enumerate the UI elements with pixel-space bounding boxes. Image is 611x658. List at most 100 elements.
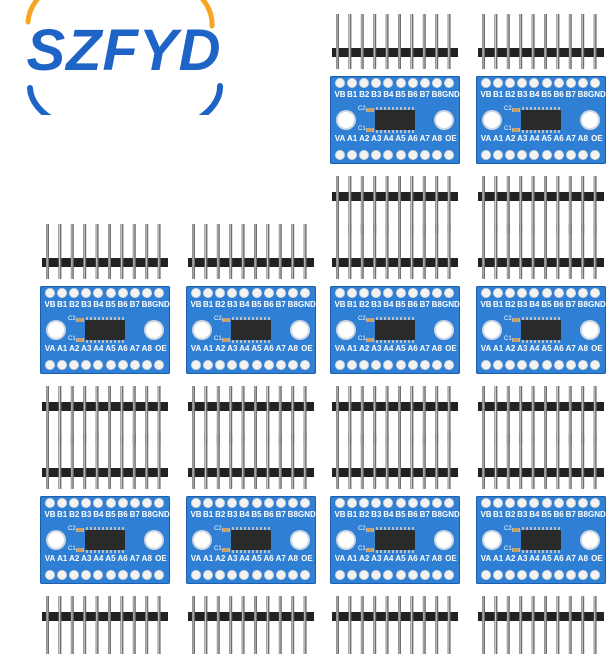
solder-pad (408, 79, 417, 87)
pin-label: B8 (141, 510, 152, 519)
solder-pad (482, 151, 490, 159)
pin-label: OE (445, 344, 457, 353)
solder-pad (142, 571, 151, 579)
capacitor (366, 108, 374, 112)
pin-header-icon (332, 434, 458, 489)
pin-label: B7 (565, 90, 576, 99)
pin-label: OE (591, 344, 603, 353)
solder-pad (300, 361, 309, 369)
solder-pad (142, 499, 151, 507)
ic-chip (375, 317, 415, 343)
pad-row (476, 150, 606, 162)
capacitor-label: C2 (214, 526, 222, 532)
solder-pad (542, 361, 551, 369)
solder-pad (506, 151, 515, 159)
pin-label: A1 (492, 554, 504, 563)
pin-label: B8 (141, 300, 152, 309)
pin-label: B4 (383, 300, 394, 309)
ic-chip (375, 107, 415, 133)
pin-label: A6 (553, 344, 564, 353)
pin-label: A2 (69, 344, 80, 353)
pin-label: B5 (395, 90, 406, 99)
pin-label: B8 (287, 300, 298, 309)
solder-pad (444, 289, 453, 297)
pin-label: A8 (287, 344, 298, 353)
solder-pad (130, 361, 139, 369)
solder-pad (360, 571, 369, 579)
solder-pad (82, 361, 91, 369)
pin-label: B2 (359, 90, 370, 99)
pin-label: VB (334, 300, 346, 309)
pin-header-icon (478, 176, 604, 234)
pin-label: B8 (431, 510, 442, 519)
pin-label: GND (588, 510, 606, 519)
pin-label: B1 (346, 90, 358, 99)
capacitor (366, 318, 374, 322)
solder-pad (192, 361, 200, 369)
capacitor-label: C2 (358, 526, 366, 532)
pin-label: A1 (346, 344, 358, 353)
pin-label: OE (155, 554, 167, 563)
pin-label: A2 (505, 344, 516, 353)
solder-pad (590, 151, 599, 159)
solder-pad (384, 571, 393, 579)
solder-pad (118, 571, 127, 579)
pin-label: A2 (69, 554, 80, 563)
pin-label: B2 (69, 300, 80, 309)
pin-label: A2 (215, 344, 226, 353)
pin-label: B2 (505, 510, 516, 519)
solder-pad (130, 289, 139, 297)
pin-label: A5 (251, 344, 262, 353)
mounting-hole (484, 112, 500, 128)
solder-pad (118, 289, 127, 297)
mounting-hole (484, 322, 500, 338)
solder-pad (432, 361, 441, 369)
solder-pad (408, 571, 417, 579)
capacitor (512, 338, 520, 342)
solder-pad (566, 79, 575, 87)
solder-pad (444, 361, 453, 369)
pin-header-icon (42, 224, 168, 279)
solder-pad (348, 151, 357, 159)
solder-pad (494, 499, 503, 507)
solder-pad (432, 289, 441, 297)
solder-pad (542, 79, 551, 87)
solder-pad (578, 79, 587, 87)
pin-label: A6 (263, 344, 274, 353)
pin-label: B5 (105, 510, 116, 519)
solder-pad (432, 571, 441, 579)
solder-pad (420, 499, 429, 507)
solder-pad (46, 499, 54, 507)
pin-label: A6 (407, 344, 418, 353)
ic-chip (85, 317, 125, 343)
pin-label: A1 (346, 134, 358, 143)
solder-pad (82, 571, 91, 579)
pin-label: A2 (505, 134, 516, 143)
pin-label: GND (298, 300, 316, 309)
solder-pad (408, 151, 417, 159)
pin-label: B5 (251, 300, 262, 309)
pin-label: B2 (505, 300, 516, 309)
pad-row (476, 498, 606, 510)
solder-pad (578, 499, 587, 507)
pin-header-icon (42, 386, 168, 444)
pin-label: A3 (227, 344, 238, 353)
solder-pad (408, 289, 417, 297)
pin-label: A3 (227, 554, 238, 563)
pin-label: B5 (541, 510, 552, 519)
pin-label: GND (442, 510, 460, 519)
solder-pad (82, 499, 91, 507)
solder-pad (396, 151, 405, 159)
pin-label: OE (301, 344, 313, 353)
pin-label: A4 (383, 134, 394, 143)
solder-pad (336, 289, 344, 297)
ic-chip (231, 527, 271, 553)
ic-chip (375, 527, 415, 553)
